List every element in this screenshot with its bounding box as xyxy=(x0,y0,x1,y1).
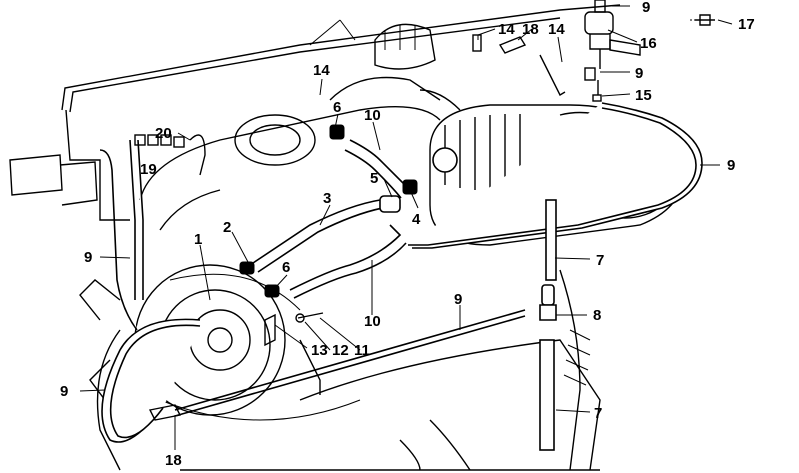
callout-6: 6 xyxy=(282,259,290,276)
bracket-bolt-11-12-13 xyxy=(264,312,324,395)
callout-18: 18 xyxy=(165,452,182,469)
callout-17: 17 xyxy=(738,16,755,33)
callout-9: 9 xyxy=(635,65,643,82)
callout-7: 7 xyxy=(596,252,604,269)
callout-labels: 9 14 18 14 16 17 9 15 14 6 10 20 19 9 5 … xyxy=(60,0,755,469)
callout-3: 3 xyxy=(323,190,331,207)
callout-15: 15 xyxy=(635,87,652,104)
callout-10: 10 xyxy=(364,107,381,124)
callout-8: 8 xyxy=(593,307,601,324)
callout-20: 20 xyxy=(155,125,172,142)
callout-11: 11 xyxy=(354,342,370,359)
callout-7: 7 xyxy=(594,405,602,422)
callout-14: 14 xyxy=(498,21,515,38)
callout-6: 6 xyxy=(333,99,341,116)
callout-18: 18 xyxy=(522,21,539,38)
callout-12: 12 xyxy=(332,342,349,359)
callout-4: 4 xyxy=(412,211,421,228)
callout-9: 9 xyxy=(454,291,462,308)
callout-1: 1 xyxy=(194,231,202,248)
vacuum-hose-9-right xyxy=(408,102,703,249)
leader-lines xyxy=(79,5,733,450)
callout-2: 2 xyxy=(223,219,231,236)
callout-9: 9 xyxy=(84,249,92,266)
coolant-hoses-center xyxy=(239,124,418,299)
callout-9: 9 xyxy=(642,0,650,16)
vertical-pipe-7-8 xyxy=(539,199,557,451)
callout-14: 14 xyxy=(313,62,330,79)
callout-9: 9 xyxy=(727,157,735,174)
callout-10: 10 xyxy=(364,313,381,330)
vacuum-valve-assembly xyxy=(584,0,715,102)
callout-19: 19 xyxy=(140,161,157,178)
callout-13: 13 xyxy=(311,342,328,359)
callout-9: 9 xyxy=(60,383,68,400)
vacuum-hose-9-bottom xyxy=(101,309,526,443)
engine-block-outline xyxy=(9,4,621,471)
callout-14: 14 xyxy=(548,21,565,38)
small-fittings xyxy=(134,34,566,421)
vacuum-hose-9-left xyxy=(99,139,144,331)
callout-5: 5 xyxy=(370,170,378,187)
callout-16: 16 xyxy=(640,35,657,52)
